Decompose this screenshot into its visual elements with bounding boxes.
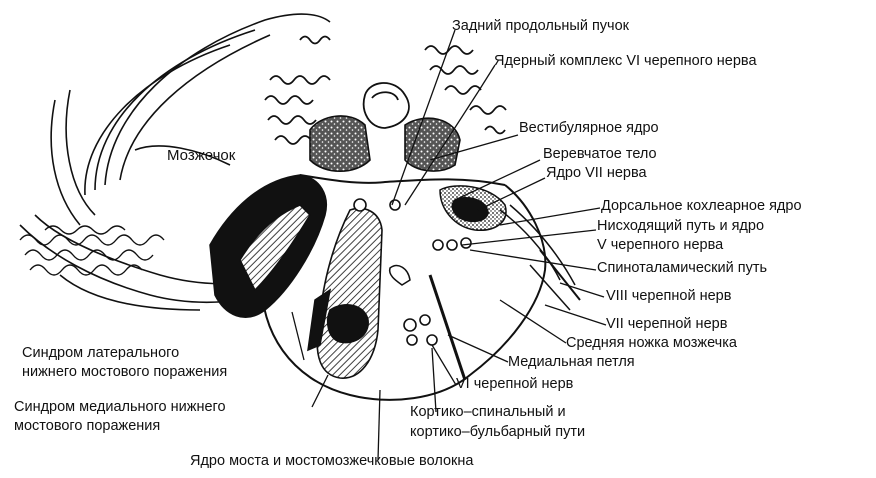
label-lateral-syndrome-line2: нижнего мостового поражения (22, 364, 228, 380)
folia-top (264, 35, 507, 145)
label-middle-peduncle: Средняя ножка мозжечка (566, 335, 737, 351)
label-medial-syndrome-line1: Синдром медиального нижнего (14, 399, 226, 415)
cerebellar-folia (19, 225, 165, 276)
label-spinothalamic: Спиноталамический путь (597, 260, 768, 276)
label-medial-lemniscus: Медиальная петля (508, 354, 635, 370)
label-restiform-body: Веревчатое тело (543, 146, 657, 162)
fourth-ventricle (362, 82, 410, 129)
nuclei-circles (353, 198, 472, 346)
label-cerebellum: Мозжечок (167, 147, 236, 164)
leader-lines (291, 29, 607, 461)
label-cn6: VI черепной нерв (456, 376, 574, 392)
label-vestibular-nucleus: Вестибулярное ядро (519, 120, 659, 136)
label-trigeminal-line2: V черепного нерва (597, 237, 724, 253)
cerebellum-outline (19, 13, 331, 311)
label-medial-syndrome-line2: мостового поражения (14, 418, 161, 434)
medial-lemniscus-mark (428, 274, 467, 381)
pyramid-dark (307, 264, 411, 352)
lateral-lesion (209, 174, 327, 318)
label-mlf: Задний продольный пучок (452, 18, 630, 34)
label-cn8: VIII черепной нерв (606, 288, 732, 304)
label-trigeminal-line1: Нисходящий путь и ядро (597, 218, 765, 234)
label-abducens-complex: Ядерный комплекс VI черепного нерва (494, 53, 757, 69)
label-pontine-nuclei: Ядро моста и мостомозжечковые волокна (190, 453, 474, 469)
label-lateral-syndrome-line1: Синдром латерального (22, 345, 180, 361)
label-corticospinal-line2: кортико–бульбарный пути (410, 424, 586, 440)
label-corticospinal-line1: Кортико–спинальный и (410, 404, 566, 420)
lateral-right-structures (439, 185, 581, 311)
label-facial-nucleus: Ядро VII нерва (546, 165, 647, 181)
medial-lesion (316, 207, 383, 379)
label-dorsal-cochlear: Дорсальное кохлеарное ядро (601, 198, 802, 214)
label-cn7: VII черепной нерв (606, 316, 728, 332)
